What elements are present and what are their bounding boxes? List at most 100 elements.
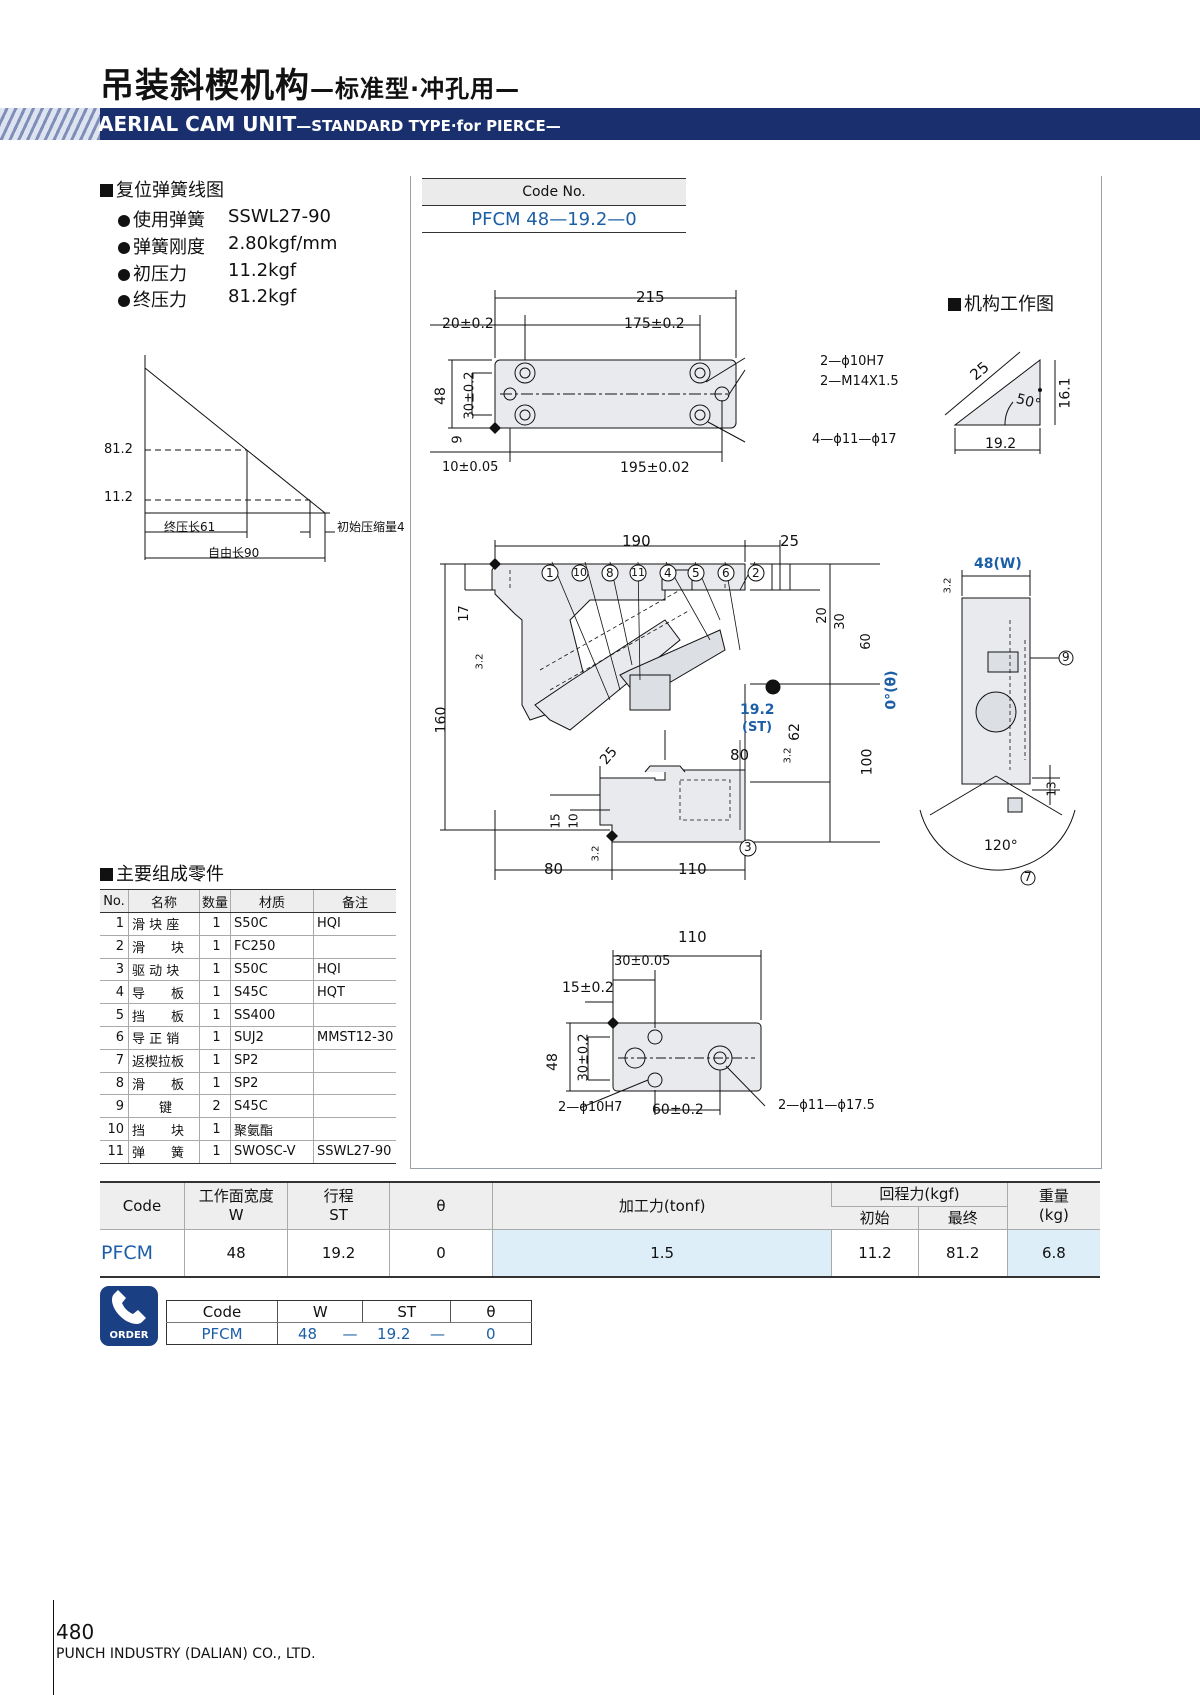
title-sub: —标准型·冲孔用— bbox=[310, 75, 521, 103]
order-w: 48 bbox=[276, 1322, 337, 1345]
spring-section-title: 复位弹簧线图 bbox=[100, 176, 224, 202]
dim-10-front: 10 bbox=[566, 813, 581, 829]
header-initial: 初始 bbox=[831, 1206, 919, 1230]
dim-20-right: 20 bbox=[814, 607, 830, 624]
callout-6: 6 bbox=[722, 566, 730, 580]
hole-callout-2: 2—M14X1.5 bbox=[820, 374, 899, 389]
dim-100: 100 bbox=[859, 748, 876, 776]
dim-10: 10±0.05 bbox=[442, 460, 499, 475]
dim-110-bottom: 110 bbox=[678, 928, 707, 946]
dim-175: 175±0.2 bbox=[624, 316, 685, 332]
footer-rule bbox=[53, 1600, 54, 1695]
callout-5: 5 bbox=[692, 566, 700, 580]
page-title: 吊装斜楔机构—标准型·冲孔用— bbox=[100, 58, 520, 107]
spring-initial-compress: 初始压缩量4 bbox=[337, 520, 405, 534]
dim-195: 195±0.02 bbox=[620, 460, 690, 476]
order-value-row: PFCM 48 — 19.2 — 0 bbox=[166, 1322, 532, 1345]
callout-4: 4 bbox=[664, 566, 672, 580]
bottom-view-drawing bbox=[566, 950, 766, 1115]
dim-9: 9 bbox=[450, 435, 466, 444]
side-angle: 120° bbox=[984, 838, 1018, 854]
bullet-icon bbox=[118, 242, 130, 254]
order-header-w: W bbox=[276, 1300, 363, 1323]
callout-11: 11 bbox=[631, 566, 645, 579]
cell-stroke: 19.2 bbox=[287, 1229, 390, 1278]
header-no: No. bbox=[100, 889, 129, 913]
front-view-drawing bbox=[440, 540, 880, 880]
banner-title: AERIAL CAM UNIT—STANDARD TYPE·for PIERCE… bbox=[98, 112, 561, 136]
spring-y-low: 11.2 bbox=[104, 490, 133, 505]
callout-2: 2 bbox=[752, 566, 760, 580]
order-table: Code W ST θ PFCM 48 — 19.2 — 0 bbox=[166, 1300, 532, 1345]
dim-13: 13 bbox=[1044, 781, 1059, 797]
cell-force: 1.5 bbox=[492, 1229, 832, 1278]
dim-25-top: 25 bbox=[780, 532, 800, 550]
stroke-label: (ST) bbox=[742, 720, 773, 735]
callout-9: 9 bbox=[1062, 650, 1070, 664]
mech-dim-19-2: 19.2 bbox=[985, 436, 1017, 452]
parts-table-header: No. 名称 数量 材质 备注 bbox=[100, 889, 396, 913]
spec-table-subheader: 初始 最终 bbox=[100, 1206, 1100, 1230]
banner-sub: —STANDARD TYPE·for PIERCE— bbox=[296, 117, 561, 135]
order-header-row: Code W ST θ bbox=[166, 1300, 532, 1323]
square-bullet-icon bbox=[100, 184, 113, 197]
hole-callout-1: 2—ϕ10H7 bbox=[820, 354, 885, 369]
dim-15: 15 bbox=[548, 813, 563, 829]
mech-dim-16-1: 16.1 bbox=[1057, 377, 1074, 409]
table-row: PFCM 48 19.2 0 1.5 11.2 81.2 6.8 bbox=[100, 1229, 1100, 1278]
side-view-drawing bbox=[919, 570, 1076, 886]
header-remark: 备注 bbox=[313, 889, 396, 913]
order-label: ORDER bbox=[109, 1330, 149, 1341]
drawing-frame bbox=[410, 176, 1102, 1169]
dim-30v-bottom: 30±0.2 bbox=[576, 1033, 592, 1082]
spring-y-high: 81.2 bbox=[104, 442, 133, 457]
mech-section-title: 机构工作图 bbox=[948, 290, 1054, 316]
theta-label: 0°(θ) bbox=[883, 670, 900, 710]
spring-final-length: 终压长61 bbox=[164, 520, 216, 534]
callout-3: 3 bbox=[744, 840, 752, 854]
cell-width: 48 bbox=[183, 1229, 288, 1278]
order-code: PFCM bbox=[166, 1322, 278, 1345]
dim-20: 20±0.2 bbox=[442, 316, 494, 332]
callout-8: 8 bbox=[606, 566, 614, 580]
order-header-code: Code bbox=[166, 1300, 278, 1323]
header-return-force: 回程力(kgf) bbox=[831, 1181, 1008, 1207]
order-sep-2: — bbox=[424, 1322, 451, 1345]
cell-initial: 11.2 bbox=[831, 1229, 919, 1278]
roughness-mark-2: 3.2 bbox=[782, 747, 794, 764]
header-final: 最终 bbox=[917, 1206, 1008, 1230]
dim-190: 190 bbox=[622, 532, 651, 550]
dim-80-bottom: 80 bbox=[544, 860, 564, 878]
dim-30: 30±0.2 bbox=[462, 371, 478, 420]
dim-60: 60 bbox=[858, 633, 874, 650]
dim-48: 48 bbox=[432, 387, 449, 405]
spring-free-length: 自由长90 bbox=[208, 546, 260, 560]
dim-160: 160 bbox=[433, 706, 450, 734]
hole-callout-3: 4—ϕ11—ϕ17 bbox=[812, 432, 897, 447]
code-number-box: Code No. PFCM 48—19.2—0 bbox=[422, 178, 686, 233]
cell-code: PFCM bbox=[100, 1229, 185, 1278]
header-weight: 重量(kg) bbox=[1006, 1181, 1100, 1230]
banner-stripes bbox=[0, 108, 100, 140]
header-force: 加工力(tonf) bbox=[492, 1181, 832, 1230]
dim-215: 215 bbox=[636, 288, 665, 306]
order-icon: ORDER bbox=[100, 1286, 158, 1346]
page-number: 480 bbox=[56, 1620, 95, 1644]
roughness-mark-1: 3.2 bbox=[474, 653, 486, 670]
cell-theta: 0 bbox=[388, 1229, 493, 1278]
dim-48-bottom: 48 bbox=[544, 1053, 561, 1071]
